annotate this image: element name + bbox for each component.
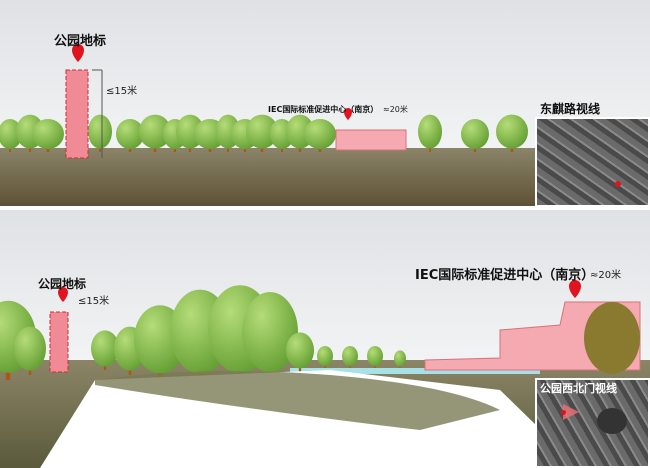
iec-label: IEC国际标准促进中心（南京）: [268, 105, 379, 114]
viewpoint-marker: [561, 410, 566, 415]
tree: [32, 119, 64, 152]
landmark-label: 公园地标: [54, 34, 107, 49]
landmark-label: 公园地标: [38, 277, 87, 291]
aerial-map-inset: [535, 378, 650, 468]
lake: [597, 408, 627, 434]
tree: [0, 119, 22, 152]
inset-title: 公园西北门视线: [540, 382, 617, 395]
location-pin-icon: [72, 44, 84, 62]
landmark-height: ≤15米: [78, 296, 110, 307]
tree: [246, 114, 278, 152]
tree: [317, 346, 333, 368]
tree: [242, 292, 298, 380]
tree: [418, 114, 442, 152]
iec-height: ≈20米: [383, 105, 408, 114]
water: [290, 368, 540, 374]
top-view-panel: 公园地标 ≤15米 IEC国际标准促进中心（南京） ≈20米 东麒路视线: [0, 0, 650, 206]
location-pin-icon: [344, 108, 352, 120]
landmark-height: ≤15米: [106, 86, 138, 97]
bottom-view-panel: 公园地标 ≤15米 IEC国际标准促进中心（南京） ≈20米 公园西北门视线: [0, 210, 650, 468]
location-pin-icon: [58, 287, 68, 302]
landmark-tower: [49, 311, 69, 373]
tree: [304, 119, 336, 152]
aerial-map-inset: [535, 117, 650, 206]
tree: [342, 346, 358, 368]
iec-building: [335, 129, 407, 151]
tree: [496, 114, 528, 152]
tree: [461, 119, 489, 152]
viewpoint-marker: [615, 181, 621, 187]
terrain: [95, 371, 500, 430]
landmark-tower: [65, 69, 89, 159]
iec-height: ≈20米: [590, 270, 622, 281]
tree: [88, 114, 112, 152]
tree: [91, 330, 119, 370]
tree: [367, 346, 383, 368]
tree: [139, 114, 171, 152]
inset-title: 东麒路视线: [540, 102, 601, 116]
tree: [14, 326, 46, 375]
tree: [394, 350, 406, 368]
tree: [584, 302, 640, 374]
view-cone: [563, 404, 579, 420]
tree: [286, 332, 314, 372]
tree: [116, 119, 144, 152]
location-pin-icon: [569, 280, 581, 298]
iec-label: IEC国际标准促进中心（南京）: [415, 268, 595, 283]
iec-building: [424, 301, 641, 371]
